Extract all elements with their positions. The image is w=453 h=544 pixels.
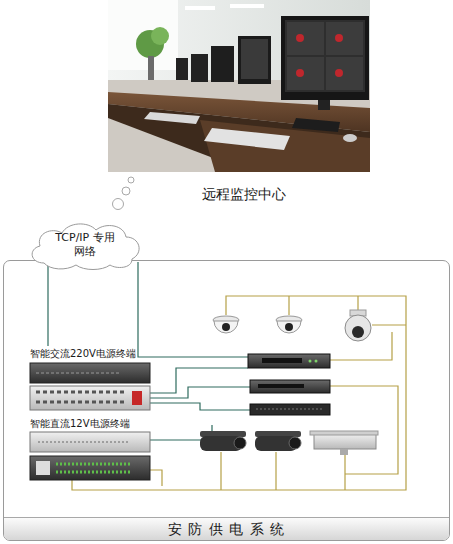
device-heading: 智能交流220V电源终端 <box>30 346 136 361</box>
control-room-photo <box>108 0 370 172</box>
ptz-camera <box>345 310 371 341</box>
power-system-region: 智能交流220V电源终端智能直流12V电源终端安 防 供 电 系 统 <box>3 260 450 541</box>
thought-bubbles <box>113 177 135 210</box>
network-switch <box>248 354 330 368</box>
text-holder: 安 防 供 电 系 统 <box>4 517 449 540</box>
network-wiring <box>138 262 250 440</box>
text-holder: TCP/IP 专用网络 <box>26 219 144 271</box>
cloud-label: TCP/IP 专用网络 <box>54 231 116 259</box>
ac-power-terminal <box>30 363 150 410</box>
monitoring-center: 远程监控中心 <box>108 0 380 212</box>
dome-camera <box>213 316 239 333</box>
bullet-camera <box>200 431 246 451</box>
text-holder: 智能交流220V电源终端 <box>30 346 136 361</box>
text-holder: 远程监控中心 <box>108 186 380 204</box>
dome-camera <box>276 316 302 333</box>
network-cloud: TCP/IP 专用网络 <box>26 219 144 271</box>
device-heading: 智能直流12V电源终端 <box>30 416 130 431</box>
network-switch <box>250 404 330 415</box>
text-holder: 智能直流12V电源终端 <box>30 416 130 431</box>
power-terminal: 智能交流220V电源终端 <box>28 346 156 412</box>
dc-power-terminal <box>30 432 150 480</box>
housing-camera <box>310 431 378 455</box>
power-terminal: 智能直流12V电源终端 <box>28 416 156 482</box>
band-title: 安 防 供 电 系 统 <box>4 518 449 540</box>
caption: 远程监控中心 <box>108 186 380 204</box>
bullet-camera <box>255 431 301 451</box>
cloud-path <box>32 224 139 270</box>
network-connector <box>47 265 48 346</box>
network-switch <box>250 380 330 393</box>
